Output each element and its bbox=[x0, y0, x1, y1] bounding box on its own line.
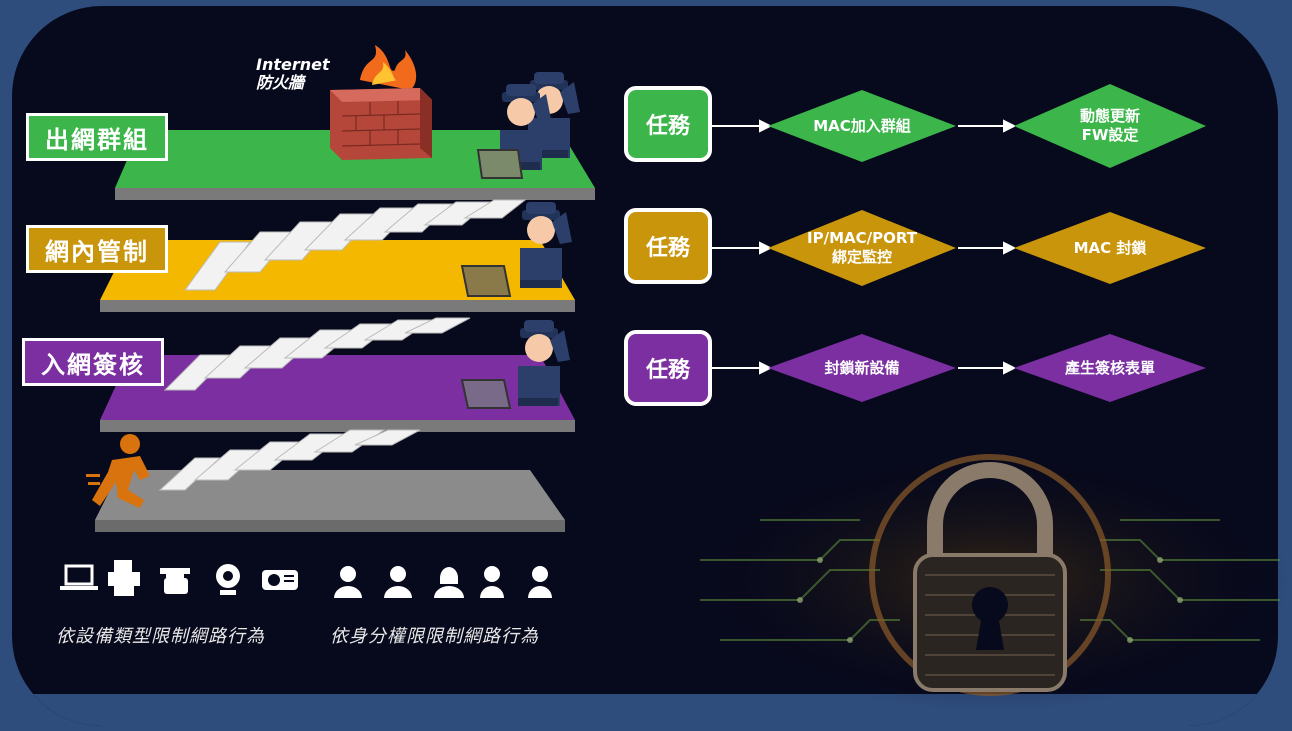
step2-text-outbound: 動態更新 FW設定 bbox=[1079, 107, 1140, 144]
firewall-label-line1: Internet bbox=[256, 55, 330, 74]
printer-icon bbox=[108, 560, 140, 596]
level-label-internal: 網內管制 bbox=[26, 225, 168, 273]
ground-floor bbox=[95, 470, 565, 520]
staircase-yellow bbox=[184, 199, 527, 291]
step1-diamond-gold bbox=[768, 210, 956, 286]
step2-diamond-green bbox=[1014, 84, 1206, 168]
flow-arrows bbox=[712, 119, 1017, 375]
task-box-outbound: 任務 bbox=[624, 86, 712, 162]
step1-text-outbound: MAC加入群組 bbox=[813, 116, 911, 135]
post-box bbox=[476, 149, 524, 179]
person-female-icon bbox=[434, 567, 464, 598]
step2-diamond-gold bbox=[1014, 212, 1206, 284]
firewall-label: Internet 防火牆 bbox=[256, 56, 330, 91]
step1-diamond-purple bbox=[768, 334, 956, 402]
webcam-icon bbox=[216, 564, 240, 595]
step2-text-admission: 產生簽核表單 bbox=[1064, 358, 1155, 377]
firewall-wall-icon bbox=[330, 45, 432, 160]
person-icon bbox=[334, 566, 362, 598]
person-icon bbox=[384, 566, 412, 598]
laptop-icon bbox=[60, 564, 98, 590]
person-female-icon bbox=[480, 566, 504, 598]
firewall-label-line2: 防火牆 bbox=[256, 72, 305, 92]
step1-diamond-green bbox=[768, 90, 956, 162]
identity-icons bbox=[334, 566, 552, 598]
device-caption: 依設備類型限制網路行為 bbox=[56, 626, 265, 647]
task-box-admission: 任務 bbox=[624, 330, 712, 406]
step2-text-internal: MAC 封鎖 bbox=[1073, 238, 1147, 257]
runner-icon bbox=[86, 434, 150, 508]
padlock-circuit-illustration bbox=[690, 450, 1290, 710]
step1-text-internal: IP/MAC/PORT 綁定監控 bbox=[807, 229, 917, 266]
level-label-outbound: 出網群組 bbox=[26, 113, 168, 161]
task-box-internal: 任務 bbox=[624, 208, 712, 284]
device-icons bbox=[60, 560, 298, 596]
step2-diamond-purple bbox=[1014, 334, 1206, 402]
staircase-purple bbox=[163, 317, 471, 391]
step1-text-admission: 封鎖新設備 bbox=[824, 358, 900, 377]
projector-icon bbox=[262, 570, 298, 590]
telephone-icon bbox=[160, 568, 190, 594]
level-label-admission: 入網簽核 bbox=[22, 338, 164, 386]
identity-caption: 依身分權限限制網路行為 bbox=[330, 626, 539, 647]
person-male-icon bbox=[528, 566, 552, 598]
staircase-ground bbox=[158, 429, 421, 491]
